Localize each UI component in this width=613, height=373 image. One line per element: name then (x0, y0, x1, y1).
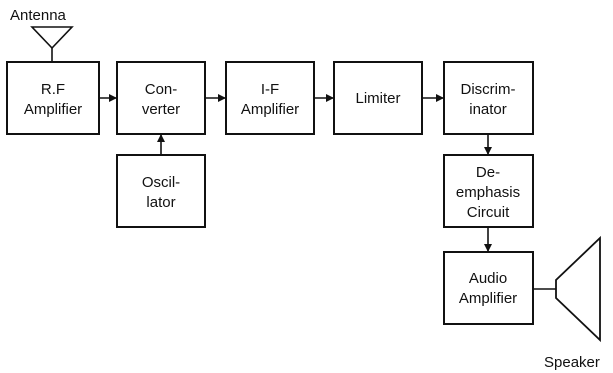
speaker-label: Speaker (544, 354, 600, 371)
block-converter: Con-verter (116, 61, 206, 135)
speaker-icon (533, 235, 601, 343)
antenna-symbol (30, 26, 74, 62)
block-discriminator: Discrim-inator (443, 61, 534, 135)
antenna-label: Antenna (10, 7, 67, 24)
svg-text:Oscil-lator: Oscil-lator (142, 174, 180, 211)
svg-text:Con-verter: Con-verter (142, 81, 180, 118)
block-limiter: Limiter (333, 61, 423, 135)
svg-text:Discrim-inator: Discrim-inator (461, 81, 516, 118)
svg-text:Limiter: Limiter (355, 90, 400, 107)
block-oscillator: Oscil-lator (116, 154, 206, 228)
